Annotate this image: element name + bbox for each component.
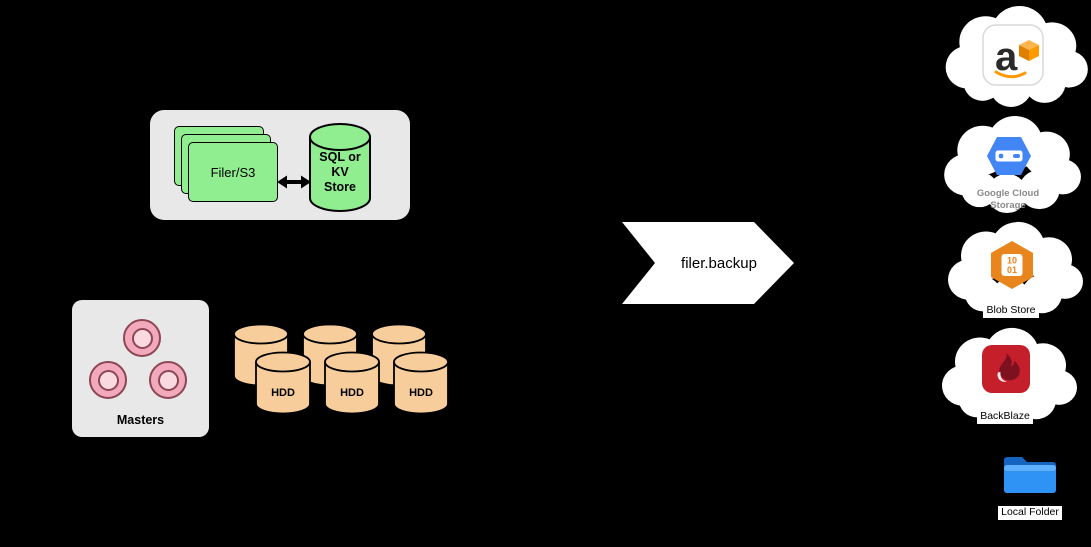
- double-arrow-icon: [277, 172, 311, 192]
- master-node-inner: [97, 369, 119, 391]
- cylinder-shape: [309, 123, 371, 212]
- local-folder-label-wrap: Local Folder: [972, 506, 1088, 520]
- amazon-a-glyph: a: [995, 35, 1018, 79]
- filer-backup-arrow: filer.backup: [622, 222, 794, 304]
- local-folder-label: Local Folder: [998, 506, 1062, 520]
- hdd-label: HDD: [271, 387, 295, 399]
- master-node-icon: [149, 361, 187, 399]
- hdd-label: HDD: [409, 387, 433, 399]
- master-node-inner: [157, 369, 179, 391]
- destination-local-folder: Local Folder: [972, 446, 1088, 530]
- master-node-inner: [131, 327, 153, 349]
- aws-s3-icon: a: [982, 24, 1044, 86]
- filer-s3-label: Filer/S3: [210, 164, 256, 180]
- masters-box: Masters: [72, 300, 209, 437]
- backblaze-label: BackBlaze: [977, 410, 1033, 424]
- blob-store-label-wrap: Blob Store: [936, 304, 1086, 318]
- sql-kv-store-cylinder: SQL or KV Store: [308, 122, 372, 214]
- hdd-cylinder: HDD: [392, 351, 450, 415]
- blob-digits-line2: 01: [1007, 265, 1017, 275]
- blob-digits-line1: 10: [1007, 256, 1017, 266]
- filer-backup-label: filer.backup: [681, 254, 757, 272]
- master-node-icon: [89, 361, 127, 399]
- blob-store-icon: 10 01: [991, 241, 1033, 289]
- hdd-label: HDD: [340, 387, 364, 399]
- gcs-label: Google Cloud Storage: [976, 188, 1040, 211]
- backblaze-icon: [982, 345, 1030, 393]
- filer-cluster-group: Filer/S3 SQL or KV Store: [150, 110, 410, 220]
- gcs-icon: [987, 137, 1031, 175]
- local-folder-icon: [1004, 457, 1056, 493]
- blob-store-label: Blob Store: [983, 304, 1039, 318]
- master-node-icon: [123, 319, 161, 357]
- destination-blob-store: 10 01 Blob Store: [936, 220, 1086, 320]
- hdd-cylinder: HDD: [323, 351, 381, 415]
- destination-google-cloud-storage: Google Cloud Storage: [932, 114, 1084, 216]
- hdd-cylinder: HDD: [254, 351, 312, 415]
- arrow-shape: [622, 222, 794, 304]
- backblaze-label-wrap: BackBlaze: [930, 410, 1080, 424]
- masters-label: Masters: [116, 413, 165, 427]
- filer-s3-node: Filer/S3: [188, 142, 278, 202]
- sql-kv-store-label: SQL or KV Store: [319, 150, 361, 194]
- destination-backblaze: BackBlaze: [930, 326, 1080, 426]
- destination-aws-s3: a: [933, 4, 1091, 110]
